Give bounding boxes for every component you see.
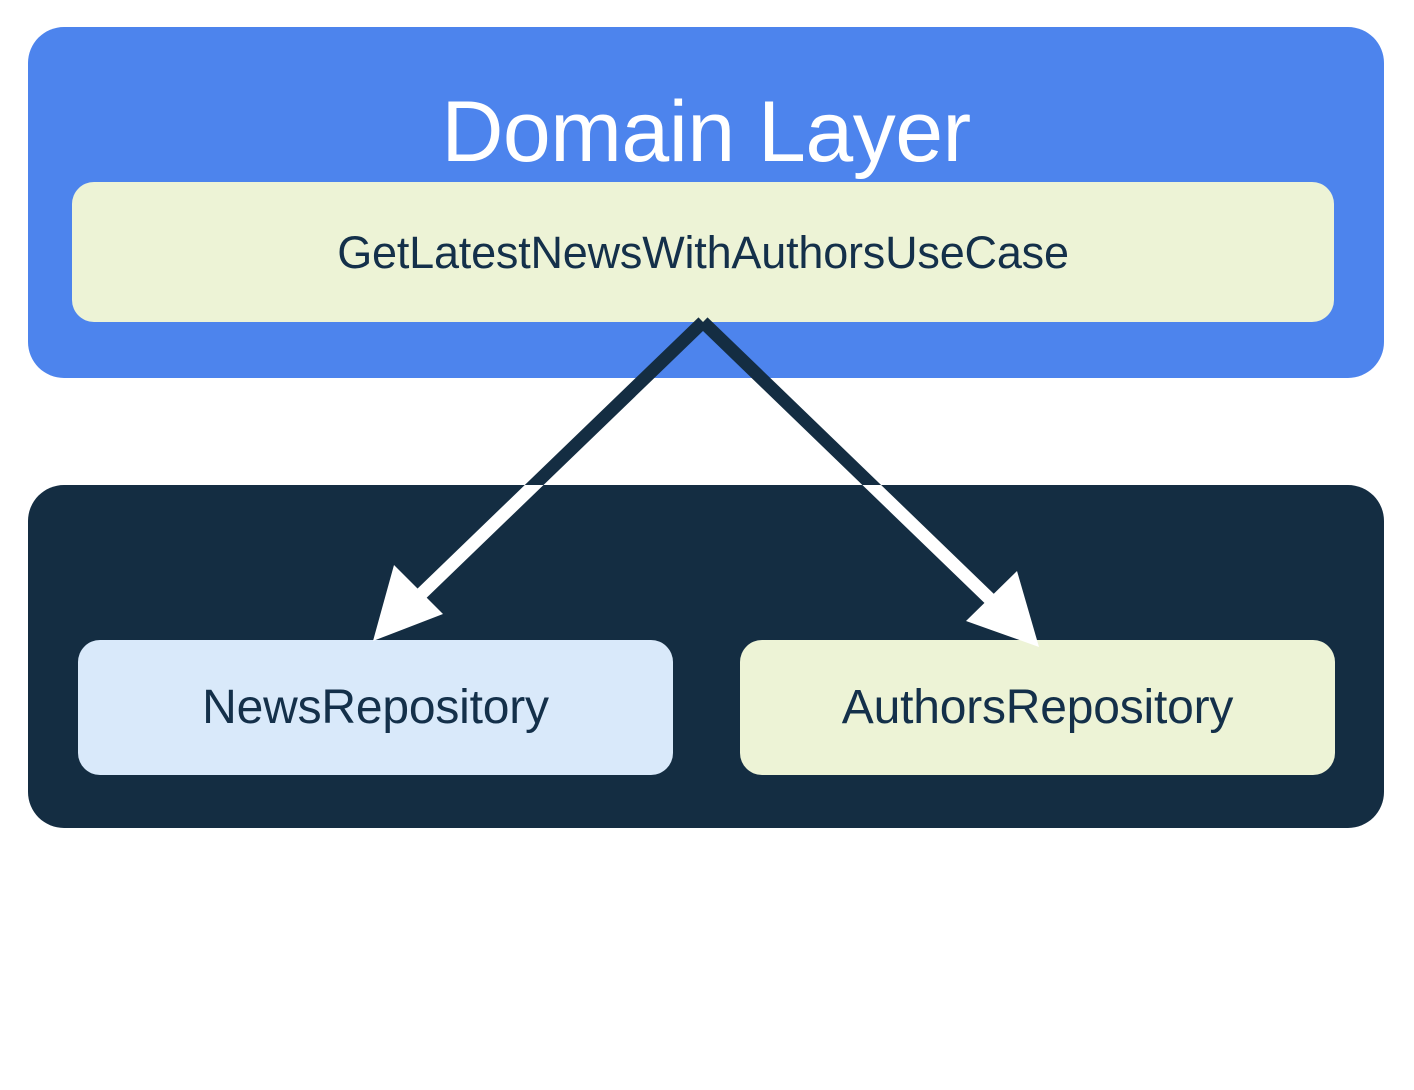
news-repository-label: NewsRepository [202, 680, 549, 734]
usecase-label: GetLatestNewsWithAuthorsUseCase [337, 226, 1069, 278]
authors-repository-label: AuthorsRepository [841, 680, 1234, 734]
architecture-diagram: Domain Layer GetLatestNewsWithAuthorsUse… [28, 27, 1384, 828]
domain-layer-title: Domain Layer [441, 84, 971, 180]
authors-repository-box[interactable]: AuthorsRepository [740, 640, 1335, 775]
news-repository-box[interactable]: NewsRepository [78, 640, 673, 775]
data-layer-title: Data Layer [517, 1002, 895, 1090]
usecase-box-get-latest-news-with-authors[interactable]: GetLatestNewsWithAuthorsUseCase [72, 182, 1334, 322]
